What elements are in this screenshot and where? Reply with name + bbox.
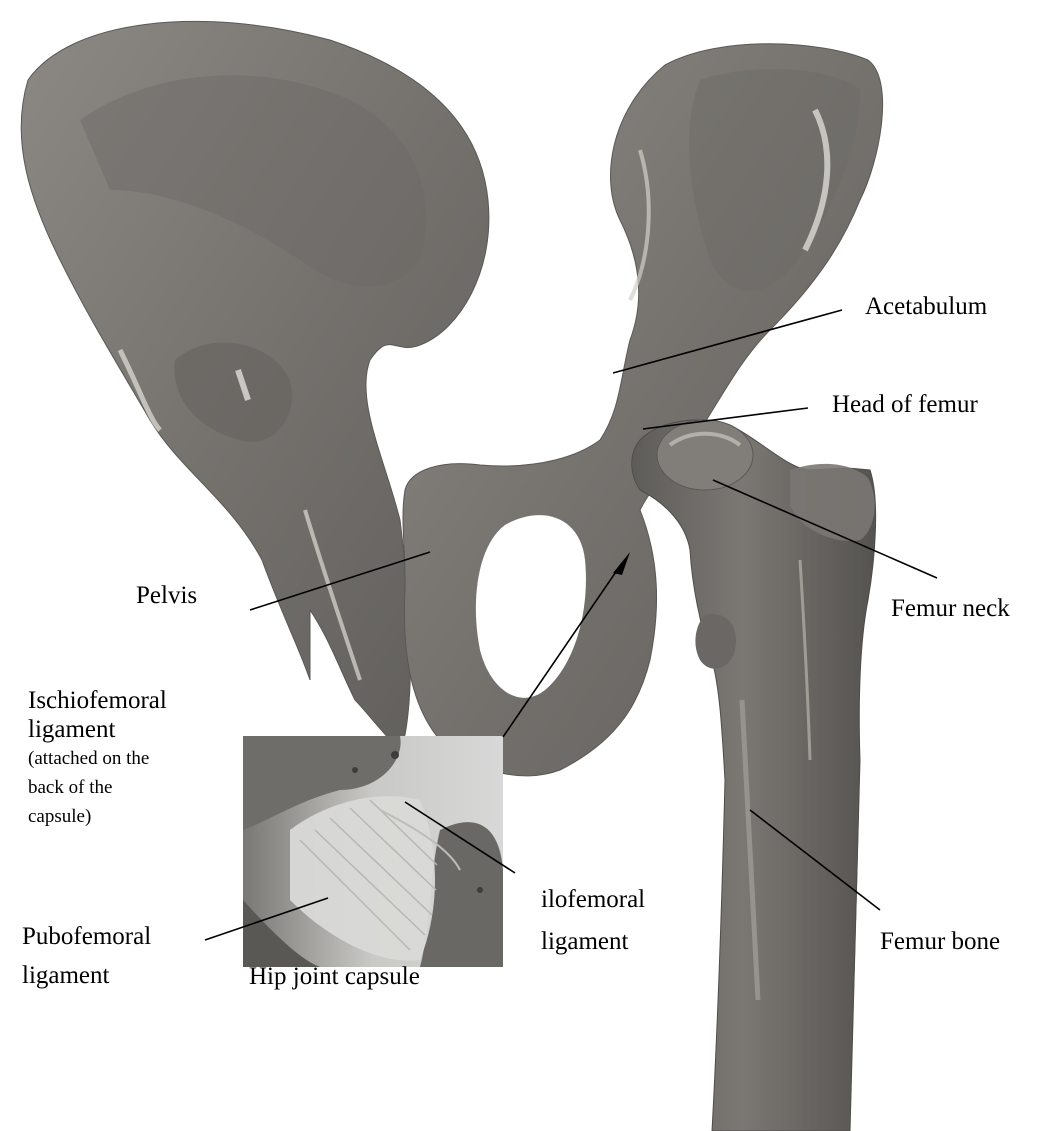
acetabulum-label: Acetabulum — [865, 292, 987, 322]
pubofemoral-label-line2: ligament — [22, 961, 109, 991]
inset-caption: Hip joint capsule — [249, 962, 420, 992]
hip-capsule-inset — [243, 736, 503, 967]
femur-bone-label: Femur bone — [880, 927, 1000, 957]
ischiofemoral-note-line3: capsule) — [28, 802, 91, 831]
head-of-femur-label: Head of femur — [832, 390, 978, 420]
pubofemoral-label-line1: Pubofemoral — [22, 922, 151, 952]
pelvis-label: Pelvis — [136, 581, 197, 611]
ischiofemoral-note-line2: back of the — [28, 773, 112, 802]
ischiofemoral-label-line2: ligament — [28, 715, 115, 745]
ischiofemoral-label-line1: Ischiofemoral — [28, 686, 167, 716]
ilofemoral-label-line2: ligament — [541, 927, 628, 957]
ilofemoral-label-line1: ilofemoral — [541, 885, 645, 915]
femur-neck-label: Femur neck — [891, 594, 1010, 624]
ischiofemoral-note-line1: (attached on the — [28, 744, 149, 773]
